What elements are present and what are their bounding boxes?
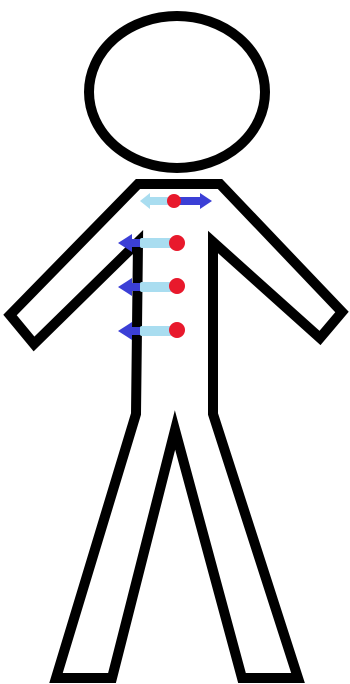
arrow-shaft-light (140, 238, 172, 248)
marker-dot (167, 194, 181, 208)
marker-dot (169, 322, 185, 338)
figure-head (89, 16, 265, 168)
marker-dot (169, 278, 185, 294)
arrow-shaft-light (140, 282, 172, 292)
arrow-shaft-light (140, 326, 172, 336)
marker-dot (169, 235, 185, 251)
figure-body-outline (10, 184, 342, 678)
